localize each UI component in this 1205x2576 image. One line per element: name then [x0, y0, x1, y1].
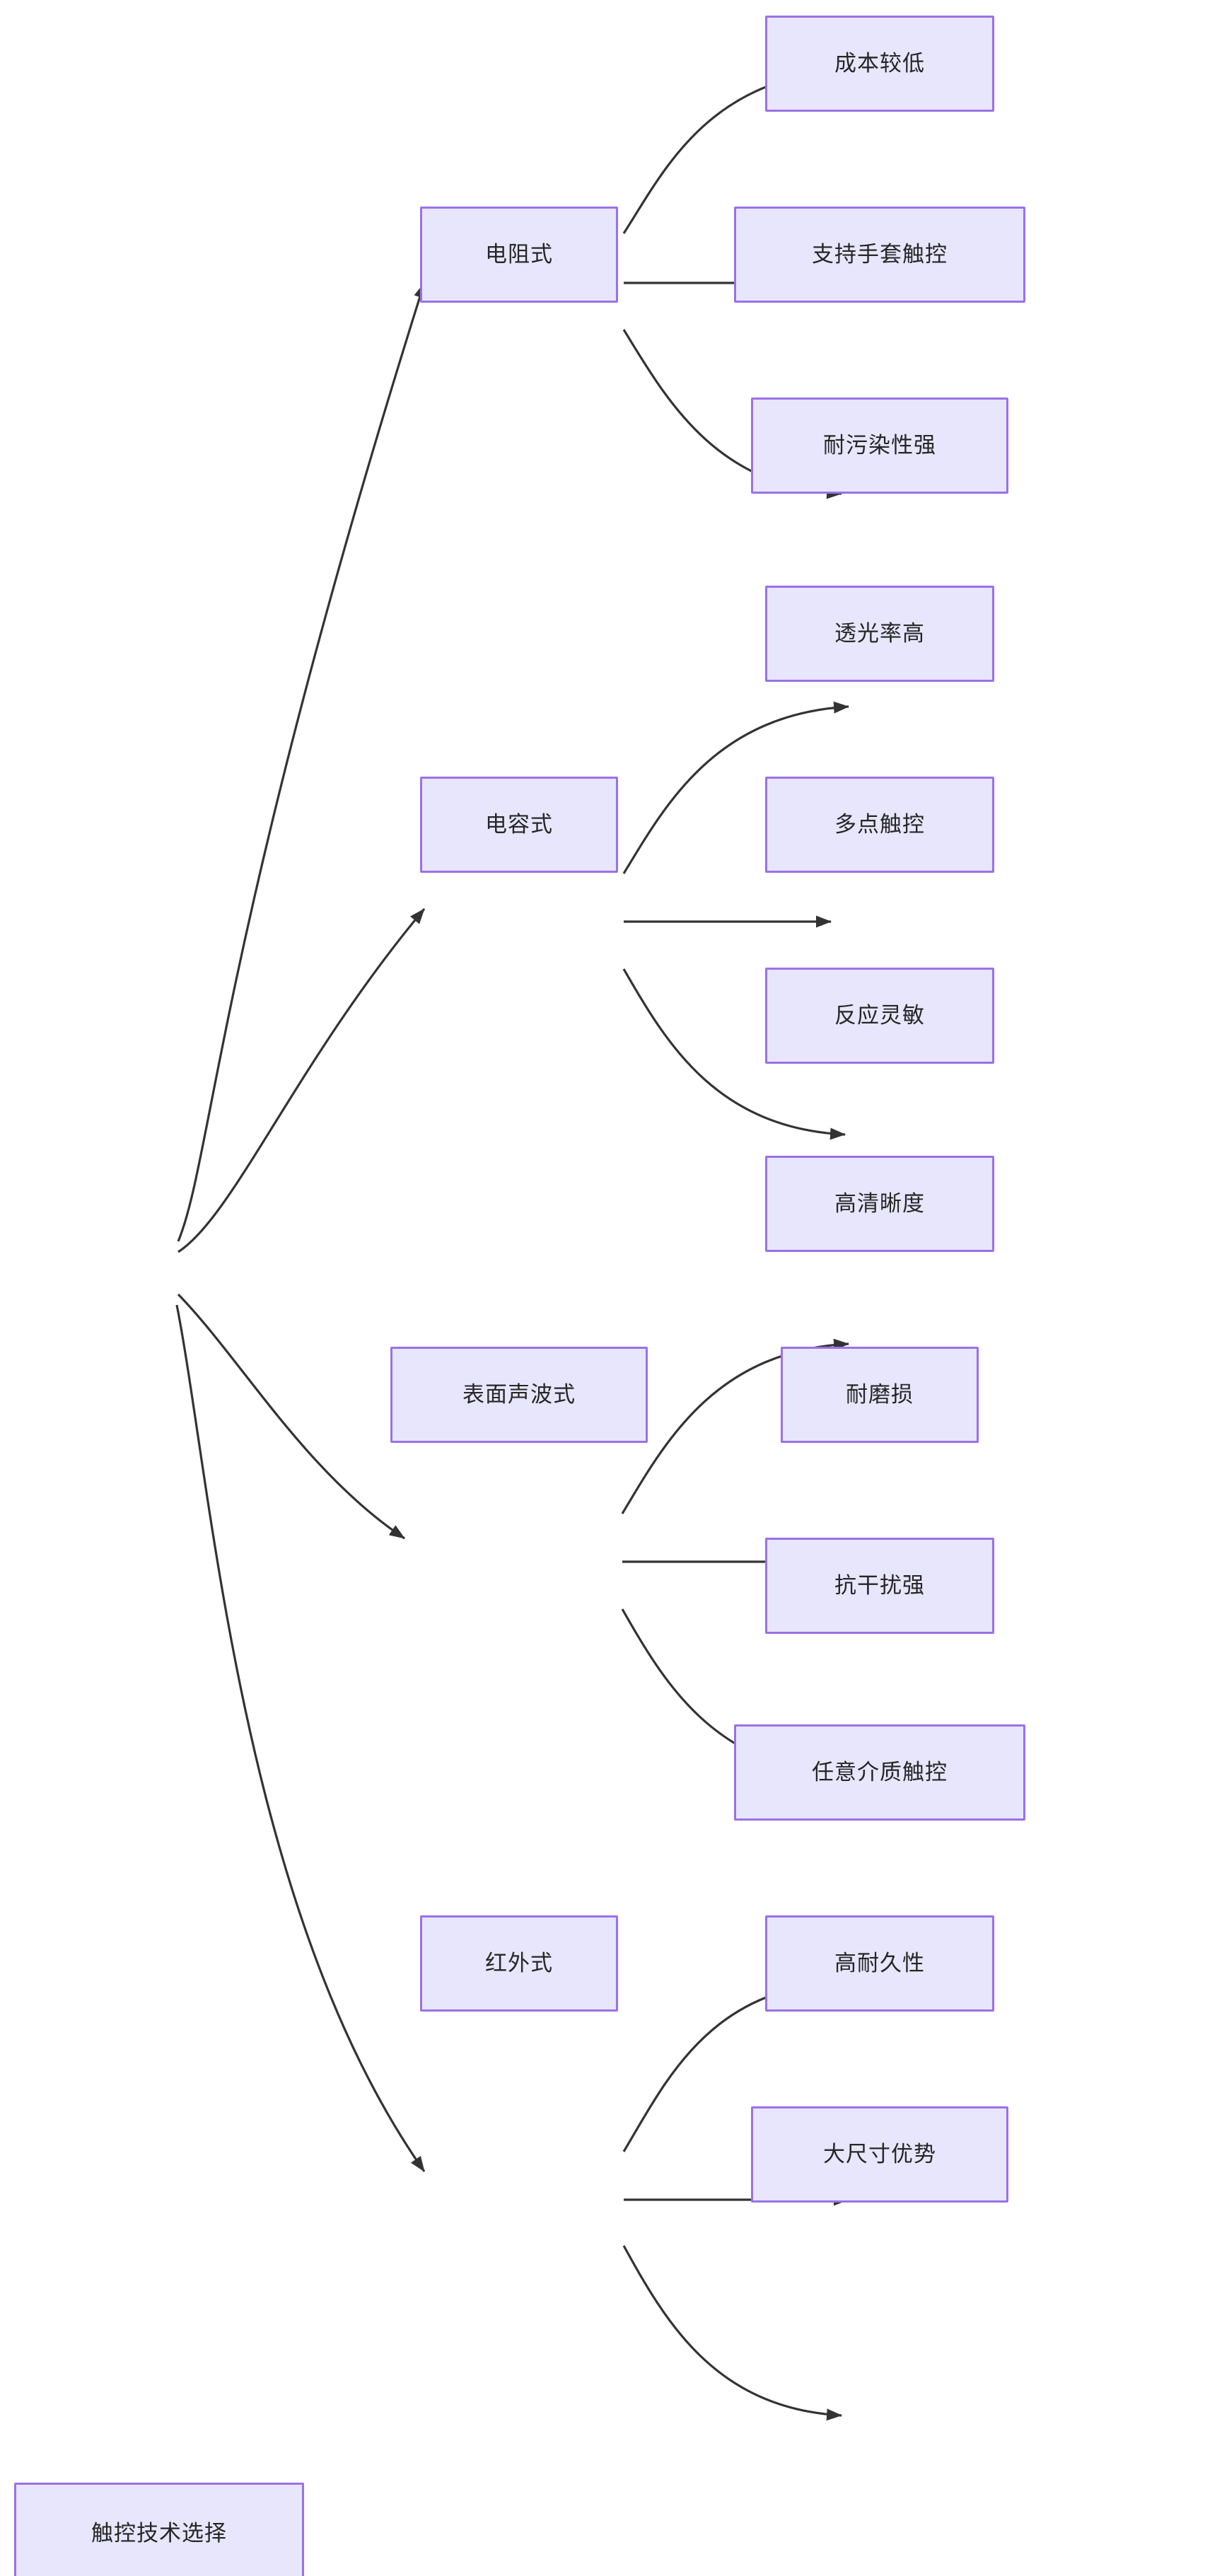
node-branch3-leaf1-label: 高清晰度 — [834, 1191, 925, 1217]
edge-branch4-to-leaf3 — [622, 2245, 842, 2421]
node-branch2-leaf1-label: 透光率高 — [834, 621, 925, 646]
node-branch4[interactable]: 红外式 — [420, 1915, 618, 2012]
node-branch3-leaf2[interactable]: 耐磨损 — [781, 1347, 979, 1443]
node-branch2-leaf3-label: 反应灵敏 — [834, 1003, 925, 1028]
node-branch1-leaf1[interactable]: 成本较低 — [765, 16, 994, 112]
edge-root-to-branch4 — [175, 1304, 426, 2172]
node-branch4-leaf2[interactable]: 高耐久性 — [765, 1915, 994, 2012]
node-branch3-leaf3-label: 抗干扰强 — [834, 1573, 925, 1599]
node-branch3-leaf3[interactable]: 抗干扰强 — [765, 1538, 994, 1634]
node-branch4-leaf3[interactable]: 大尺寸优势 — [751, 2106, 1008, 2203]
node-branch2-leaf2[interactable]: 多点触控 — [765, 777, 994, 873]
node-branch2-label: 电容式 — [485, 812, 553, 837]
node-branch2-leaf1[interactable]: 透光率高 — [765, 586, 994, 682]
node-branch1-leaf3-label: 耐污染性强 — [823, 433, 936, 458]
node-branch1[interactable]: 电阻式 — [420, 207, 618, 303]
node-branch3-label: 表面声波式 — [462, 1382, 576, 1408]
node-root-label: 触控技术选择 — [91, 2521, 227, 2546]
node-branch3-leaf2-label: 耐磨损 — [846, 1382, 914, 1408]
node-branch1-leaf2[interactable]: 支持手套触控 — [734, 207, 1025, 303]
node-branch1-leaf3[interactable]: 耐污染性强 — [751, 398, 1008, 494]
edge-root-to-branch1 — [177, 282, 426, 1242]
node-branch1-leaf1-label: 成本较低 — [834, 51, 925, 76]
node-branch2-leaf3[interactable]: 反应灵敏 — [765, 968, 994, 1064]
node-branch4-leaf1[interactable]: 任意介质触控 — [734, 1724, 1025, 1821]
node-branch3[interactable]: 表面声波式 — [390, 1347, 648, 1443]
node-branch1-leaf2-label: 支持手套触控 — [812, 242, 948, 267]
node-branch2-leaf2-label: 多点触控 — [834, 812, 925, 837]
node-root[interactable]: 触控技术选择 — [14, 2483, 304, 2576]
node-branch2[interactable]: 电容式 — [420, 777, 618, 873]
node-branch1-label: 电阻式 — [485, 242, 553, 267]
node-branch4-leaf1-label: 任意介质触控 — [812, 1760, 948, 1785]
node-branch4-label: 红外式 — [485, 1951, 553, 1976]
node-branch4-leaf2-label: 高耐久性 — [834, 1951, 925, 1976]
edge-root-to-branch3 — [177, 1293, 405, 1540]
edge-root-to-branch2 — [177, 907, 426, 1253]
node-branch3-leaf1[interactable]: 高清晰度 — [765, 1156, 994, 1252]
node-branch4-leaf3-label: 大尺寸优势 — [823, 2142, 936, 2167]
